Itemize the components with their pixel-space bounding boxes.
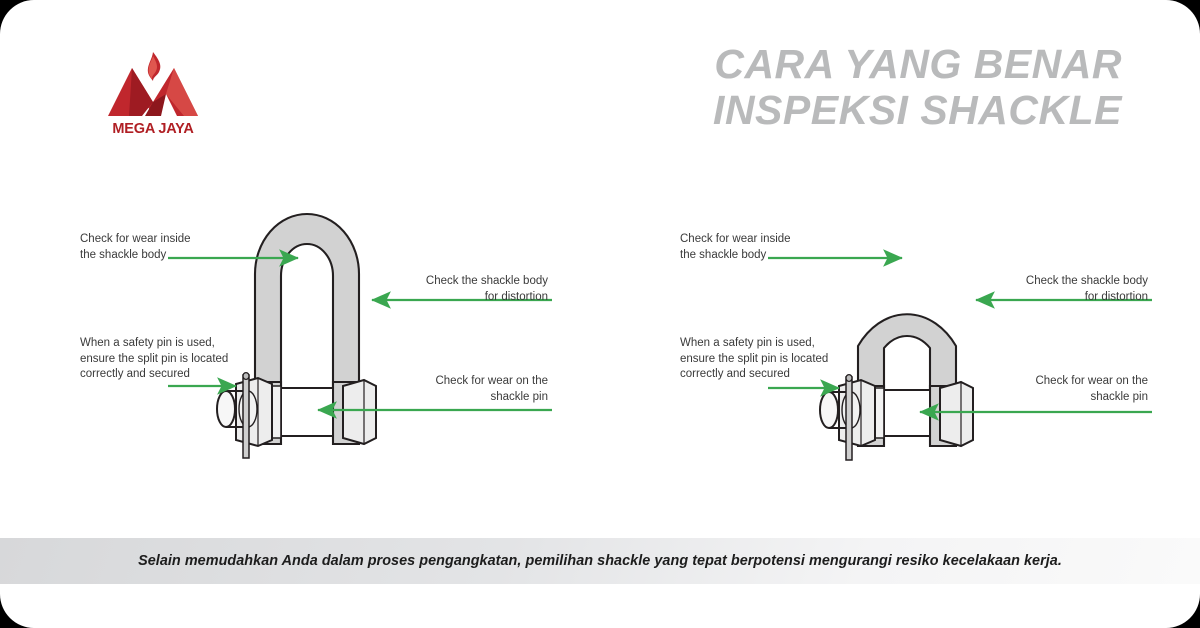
page-title: CARA YANG BENAR INSPEKSI SHACKLE — [713, 41, 1122, 134]
annotation-split-pin: When a safety pin is used, ensure the sp… — [680, 337, 829, 380]
shackle-drawing-bow — [819, 313, 974, 461]
annotation-pin-wear: Check for wear on the shackle pin — [435, 375, 548, 403]
annotation-arrows — [768, 249, 1152, 421]
page-title-line-2: INSPEKSI SHACKLE — [713, 86, 1122, 133]
diagram-bow-shackle: Check for wear inside the shackle body W… — [600, 196, 1200, 496]
annotation-distortion: Check the shackle body for distortion — [425, 275, 548, 303]
brand-wordmark: MEGA JAYA — [112, 121, 194, 137]
annotation-distortion: Check the shackle body for distortion — [1025, 275, 1148, 303]
footer-banner-text: Selain memudahkan Anda dalam proses peng… — [138, 553, 1062, 569]
diagram-dee-shackle: Check for wear inside the shackle body W… — [0, 196, 600, 496]
flame-mountain-logo-icon — [108, 52, 198, 116]
mega-jaya-logo: MEGA JAYA — [98, 52, 208, 138]
annotation-split-pin: When a safety pin is used, ensure the sp… — [80, 337, 229, 380]
annotation-inside-wear: Check for wear inside the shackle body — [680, 233, 791, 261]
annotation-arrows — [168, 249, 552, 419]
annotation-inside-wear: Check for wear inside the shackle body — [80, 233, 191, 261]
footer-banner: Selain memudahkan Anda dalam proses peng… — [0, 538, 1200, 584]
page-title-line-1: CARA YANG BENAR — [714, 41, 1122, 87]
annotation-pin-wear: Check for wear on the shackle pin — [1035, 375, 1148, 403]
shackle-drawing-dee — [216, 212, 377, 459]
